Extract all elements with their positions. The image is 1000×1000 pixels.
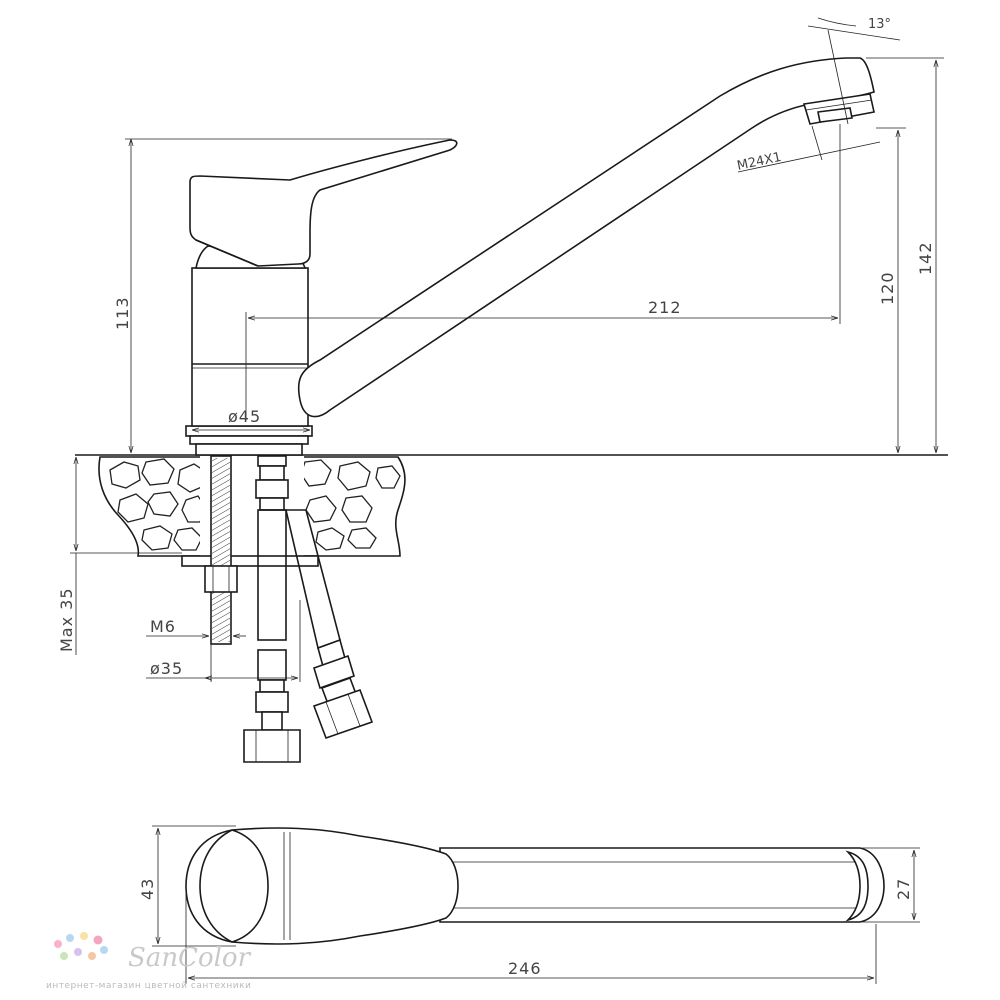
dim-label-d35: ø35 — [150, 659, 183, 678]
dim-label-d45: ø45 — [228, 407, 261, 426]
base-ring — [185, 425, 313, 437]
flex-hose-straight — [243, 455, 301, 763]
aerator — [802, 93, 875, 125]
watermark-logo: SanColor интернет-магазин цветной сантех… — [46, 932, 252, 991]
dim-label-246: 246 — [508, 959, 542, 978]
faucet-body — [191, 245, 309, 427]
logo-dot — [100, 946, 108, 954]
dim-label-142: 142 — [916, 241, 935, 275]
dim-label-m6: M6 — [150, 617, 176, 636]
countertop-section — [98, 456, 406, 557]
logo-brand: SanColor — [128, 943, 252, 973]
dim-label-angle: 13° — [868, 17, 891, 32]
threaded-stud — [204, 455, 238, 645]
dimensions-top: 43 27 246 — [138, 825, 920, 984]
dim-label-120: 120 — [878, 271, 897, 305]
logo-tagline: интернет-магазин цветной сантехники — [46, 981, 251, 991]
dim-label-113: 113 — [113, 296, 132, 330]
logo-dot — [74, 948, 82, 956]
dim-label-m24x1: M24X1 — [736, 150, 783, 174]
logo-dot — [54, 940, 62, 948]
mounting-plate — [181, 555, 319, 567]
flex-hose-angled — [284, 509, 374, 740]
logo-dot — [80, 932, 88, 940]
top-view — [185, 827, 885, 945]
dim-label-212: 212 — [648, 298, 682, 317]
spout — [297, 57, 875, 418]
logo-dot — [93, 935, 103, 945]
logo-dot — [66, 934, 74, 942]
dim-label-43: 43 — [138, 878, 157, 900]
side-view — [75, 57, 948, 763]
handle-lever — [189, 139, 458, 267]
logo-dot — [88, 952, 96, 960]
dim-label-27: 27 — [894, 878, 913, 900]
dim-label-max35: Max 35 — [57, 587, 76, 652]
logo-dot — [60, 952, 68, 960]
